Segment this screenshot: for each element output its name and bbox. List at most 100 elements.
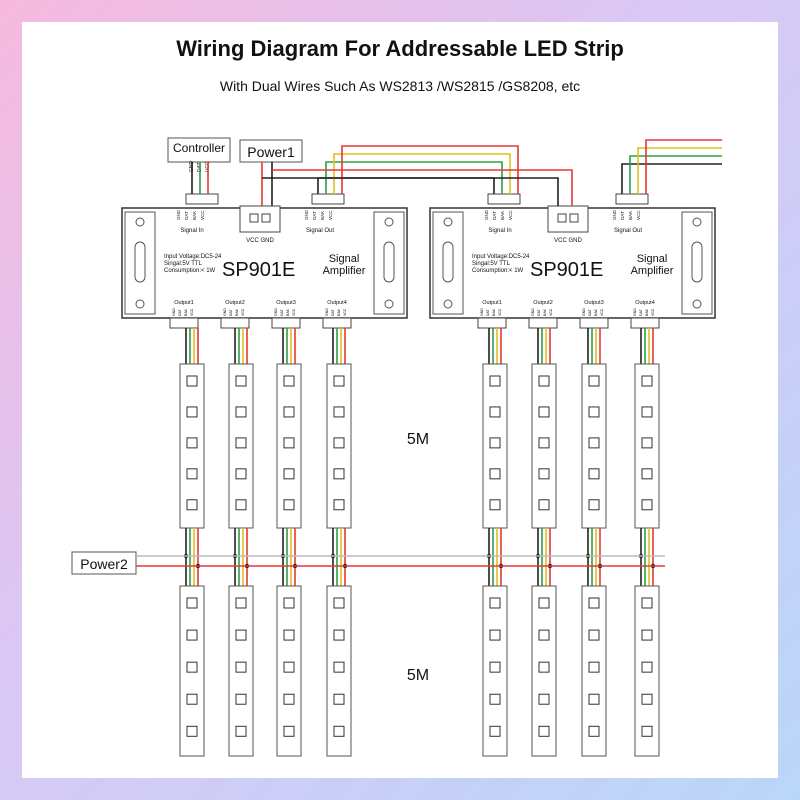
led-chip xyxy=(235,375,247,387)
controller-box xyxy=(167,137,231,163)
pin-label: BAK xyxy=(645,308,649,316)
pin-label: BAK xyxy=(184,308,188,316)
led-chip xyxy=(235,725,247,737)
spec-text: Input Voltage:DC5-24 xyxy=(472,254,530,260)
out-wire xyxy=(621,163,722,194)
led-chip xyxy=(235,437,247,449)
pin-label: BAK xyxy=(492,308,496,316)
output-label: Output1 xyxy=(174,300,194,306)
diagram-subtitle: With Dual Wires Such As WS2813 /WS2815 /… xyxy=(219,78,581,94)
led-chip xyxy=(235,693,247,705)
led-chip xyxy=(283,597,295,609)
pin-label: VCC xyxy=(651,308,655,316)
led-chip xyxy=(538,375,550,387)
led-chip xyxy=(538,597,550,609)
pin-label: VCC xyxy=(508,210,513,220)
pin-label: DAT xyxy=(492,211,497,220)
led-chip xyxy=(283,406,295,418)
led-chip xyxy=(333,661,345,673)
mount-hole xyxy=(692,217,702,227)
led-chip xyxy=(186,437,198,449)
mount-ear-left xyxy=(124,211,156,315)
led-chip xyxy=(489,661,501,673)
power2-box xyxy=(71,551,137,575)
led-chip xyxy=(186,406,198,418)
output-label: Output4 xyxy=(327,300,347,306)
signal-out-connector-1 xyxy=(311,193,345,205)
terminal-screw xyxy=(569,213,579,223)
length-bottom-label: 5M xyxy=(407,667,429,684)
led-chip xyxy=(641,437,653,449)
mount-slot xyxy=(383,241,395,283)
led-chip xyxy=(641,468,653,480)
pin-label: GND xyxy=(304,209,309,220)
led-chip xyxy=(588,725,600,737)
pin-label: VCC xyxy=(328,210,333,220)
led-chip xyxy=(333,629,345,641)
led-chip xyxy=(489,499,501,511)
pin-label: BAK xyxy=(286,308,290,316)
power-terminal xyxy=(547,205,589,233)
power-terminal xyxy=(239,205,281,233)
pin-label: DAT xyxy=(639,308,643,316)
mount-hole xyxy=(443,299,453,309)
led-chip xyxy=(641,406,653,418)
terminal-screw xyxy=(249,213,259,223)
output-label: Output3 xyxy=(584,300,604,306)
led-chip xyxy=(538,437,550,449)
led-chip xyxy=(641,629,653,641)
spec-text: Singal:5V TTL xyxy=(164,261,203,267)
pin-label: GND xyxy=(172,308,176,316)
led-chip xyxy=(489,468,501,480)
led-chip xyxy=(489,406,501,418)
spec-text: Input Voltage:DC5-24 xyxy=(164,254,222,260)
led-chip xyxy=(641,499,653,511)
signal-label: Signal xyxy=(637,253,668,265)
spec-text: Singal:5V TTL xyxy=(472,261,511,267)
output-label: Output2 xyxy=(533,300,553,306)
output-connector xyxy=(169,317,199,329)
led-chip xyxy=(186,661,198,673)
pin-label: VCC xyxy=(292,308,296,316)
led-chip xyxy=(186,597,198,609)
terminal-screw xyxy=(557,213,567,223)
led-chip xyxy=(283,468,295,480)
pin-label: VCC xyxy=(190,308,194,316)
led-chip xyxy=(283,693,295,705)
led-chip xyxy=(588,406,600,418)
led-chip xyxy=(333,375,345,387)
led-chip xyxy=(489,693,501,705)
output-connector xyxy=(271,317,301,329)
pin-label: GND xyxy=(633,308,637,316)
signal-in-connector xyxy=(185,193,219,205)
signal-in-connector-2 xyxy=(487,193,521,205)
pin-label: GND xyxy=(480,308,484,316)
spec-text: Consumption:< 1W xyxy=(164,268,216,274)
link-wire xyxy=(317,177,495,194)
led-chip xyxy=(235,468,247,480)
led-chip xyxy=(489,375,501,387)
pin-label: BAK xyxy=(337,308,341,316)
power-link xyxy=(272,169,573,206)
pin-label: DAT xyxy=(620,211,625,220)
output-connector xyxy=(322,317,352,329)
led-chip xyxy=(588,499,600,511)
pin-label: DAT xyxy=(486,308,490,316)
pin-label: GND xyxy=(531,308,535,316)
pin-label: DAT xyxy=(280,308,284,316)
led-chip xyxy=(538,499,550,511)
pin-label: VCC xyxy=(498,308,502,316)
pin-label: VCC xyxy=(241,308,245,316)
led-chip xyxy=(186,375,198,387)
led-chip xyxy=(588,597,600,609)
pin-label: DAT xyxy=(229,308,233,316)
led-chip xyxy=(235,661,247,673)
signal-label: Signal xyxy=(329,253,360,265)
signal-out-label: Signal Out xyxy=(306,228,334,234)
led-chip xyxy=(333,406,345,418)
output-label: Output3 xyxy=(276,300,296,306)
pin-label: GND xyxy=(484,209,489,220)
led-chip xyxy=(489,597,501,609)
pin-label: DAT xyxy=(588,308,592,316)
